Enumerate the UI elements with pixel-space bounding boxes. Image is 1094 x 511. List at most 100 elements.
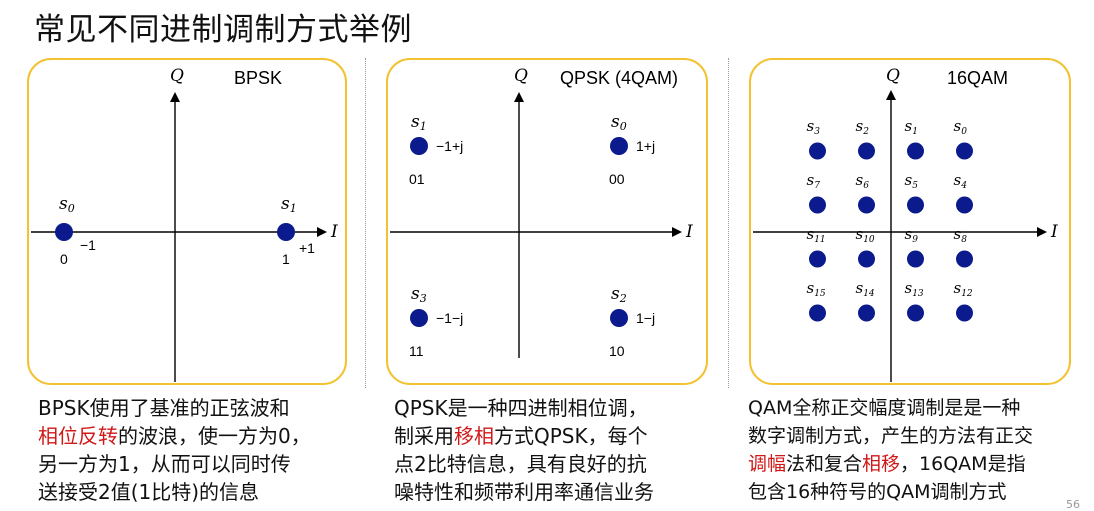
separator (728, 58, 729, 388)
highlight-text: 调幅 (748, 453, 787, 475)
point-value: −1 (80, 237, 96, 253)
constellation-point (809, 196, 826, 214)
q-axis-label: Q (170, 66, 184, 86)
symbol-label: s1 (281, 194, 297, 215)
i-axis-label: I (685, 222, 693, 242)
description-text: QPSK是一种四进制相位调， (394, 396, 648, 420)
description-line: 噪特性和频带利用率通信业务 (394, 478, 724, 506)
symbol-label: s9 (905, 225, 919, 245)
constellation-point (410, 309, 428, 327)
description-text: 方式QPSK，每个 (494, 424, 648, 448)
symbol-label: s4 (954, 171, 968, 191)
constellation-point (610, 137, 628, 155)
point-bits: 00 (609, 171, 625, 187)
bpsk-description: BPSK使用了基准的正弦波和相位反转的波浪，使一方为0，另一方为1，从而可以同时… (38, 394, 368, 506)
panel-name: BPSK (234, 68, 282, 88)
description-line: QAM全称正交幅度调制是是一种 (748, 394, 1093, 422)
constellation-point (277, 223, 295, 241)
constellation-point (809, 304, 826, 322)
point-bits: 01 (409, 171, 425, 187)
qam16-description: QAM全称正交幅度调制是是一种数字调制方式，产生的方法有正交调幅法和复合相移，1… (748, 394, 1093, 506)
description-text: QAM全称正交幅度调制是是一种 (748, 397, 1021, 419)
panel-name: QPSK (4QAM) (560, 68, 678, 88)
page-number: 56 (1066, 498, 1080, 511)
description-text: 的波浪，使一方为0， (118, 424, 311, 448)
qam16-constellation: Q I 16QAM s3 s2 s1 s0 s7 s6 s5 s4 s11 s10 s9 s8 s15 s… (753, 66, 1058, 382)
description-line: 点2比特信息，具有良好的抗 (394, 450, 724, 478)
symbol-label: s6 (856, 171, 870, 191)
symbol-label: s0 (611, 112, 627, 133)
point-value: −1−j (436, 310, 463, 326)
symbol-label: s0 (59, 194, 75, 215)
symbol-label: s10 (856, 225, 875, 245)
point-bits: 1 (282, 251, 290, 267)
constellation-point (956, 142, 973, 160)
description-line: 调幅法和复合相移，16QAM是指 (748, 450, 1093, 478)
symbol-label: s0 (954, 117, 968, 137)
symbol-label: s3 (807, 117, 821, 137)
description-text: 点2比特信息，具有良好的抗 (394, 452, 647, 476)
description-text: 数字调制方式，产生的方法有正交 (748, 425, 1034, 447)
symbol-label: s5 (905, 171, 919, 191)
description-text: 制采用 (394, 424, 454, 448)
symbol-label: s1 (411, 112, 427, 133)
description-text: 另一方为1，从而可以同时传 (38, 452, 291, 476)
description-line: BPSK使用了基准的正弦波和 (38, 394, 368, 422)
qam16-panel: Q I 16QAM s3 s2 s1 s0 s7 s6 s5 s4 s11 s10 s9 s8 s15 s… (749, 58, 1071, 385)
constellation-point (907, 250, 924, 268)
symbol-label: s11 (807, 225, 826, 245)
highlight-text: 相移 (862, 453, 901, 475)
point-value: 1+j (636, 138, 655, 154)
constellation-point (907, 142, 924, 160)
symbol-label: s7 (807, 171, 821, 191)
constellation-point (410, 137, 428, 155)
point-value: −1+j (436, 138, 463, 154)
description-line: 另一方为1，从而可以同时传 (38, 450, 368, 478)
separator (365, 58, 366, 388)
symbol-label: s12 (954, 279, 973, 299)
description-line: 制采用移相方式QPSK，每个 (394, 422, 724, 450)
description-line: QPSK是一种四进制相位调， (394, 394, 724, 422)
symbol-label: s1 (905, 117, 918, 137)
constellation-point (610, 309, 628, 327)
constellation-point (55, 223, 73, 241)
constellation-point (858, 196, 875, 214)
constellation-point (858, 304, 875, 322)
symbol-label: s8 (954, 225, 968, 245)
point-value: +1 (299, 240, 315, 256)
symbol-label: s15 (807, 279, 826, 299)
highlight-text: 相位反转 (38, 424, 118, 448)
constellation-point (907, 304, 924, 322)
constellation-point (907, 196, 924, 214)
description-text: 法和复合 (786, 453, 863, 475)
q-axis-label: Q (886, 66, 900, 86)
description-line: 送接受2值(1比特)的信息 (38, 478, 368, 506)
description-line: 数字调制方式，产生的方法有正交 (748, 422, 1093, 450)
constellation-point (858, 250, 875, 268)
constellation-point (809, 142, 826, 160)
point-value: 1−j (636, 310, 655, 326)
symbol-label: s13 (905, 279, 924, 299)
constellation-point (956, 304, 973, 322)
point-bits: 11 (409, 343, 424, 359)
description-text: ，16QAM是指 (900, 453, 1026, 475)
q-axis-label: Q (514, 66, 528, 86)
panel-name: 16QAM (947, 68, 1008, 88)
constellation-point (858, 142, 875, 160)
symbol-label: s3 (411, 284, 427, 305)
description-line: 包含16种符号的QAM调制方式 (748, 478, 1093, 506)
description-text: 包含16种符号的QAM调制方式 (748, 481, 1007, 503)
slide-title: 常见不同进制调制方式举例 (34, 12, 412, 48)
qpsk-constellation: Q I QPSK (4QAM) s1 −1+j 01 s0 1+j 00 s3 −1−j 11 s… (390, 66, 693, 359)
qpsk-panel: Q I QPSK (4QAM) s1 −1+j 01 s0 1+j 00 s3 −1−j 11 s… (386, 58, 708, 385)
description-text: 送接受2值(1比特)的信息 (38, 480, 260, 504)
symbol-label: s2 (611, 284, 627, 305)
description-line: 相位反转的波浪，使一方为0， (38, 422, 368, 450)
symbol-label: s2 (856, 117, 870, 137)
i-axis-label: I (330, 222, 338, 242)
constellation-point (956, 250, 973, 268)
qpsk-description: QPSK是一种四进制相位调，制采用移相方式QPSK，每个点2比特信息，具有良好的… (394, 394, 724, 506)
i-axis-label: I (1050, 222, 1058, 242)
